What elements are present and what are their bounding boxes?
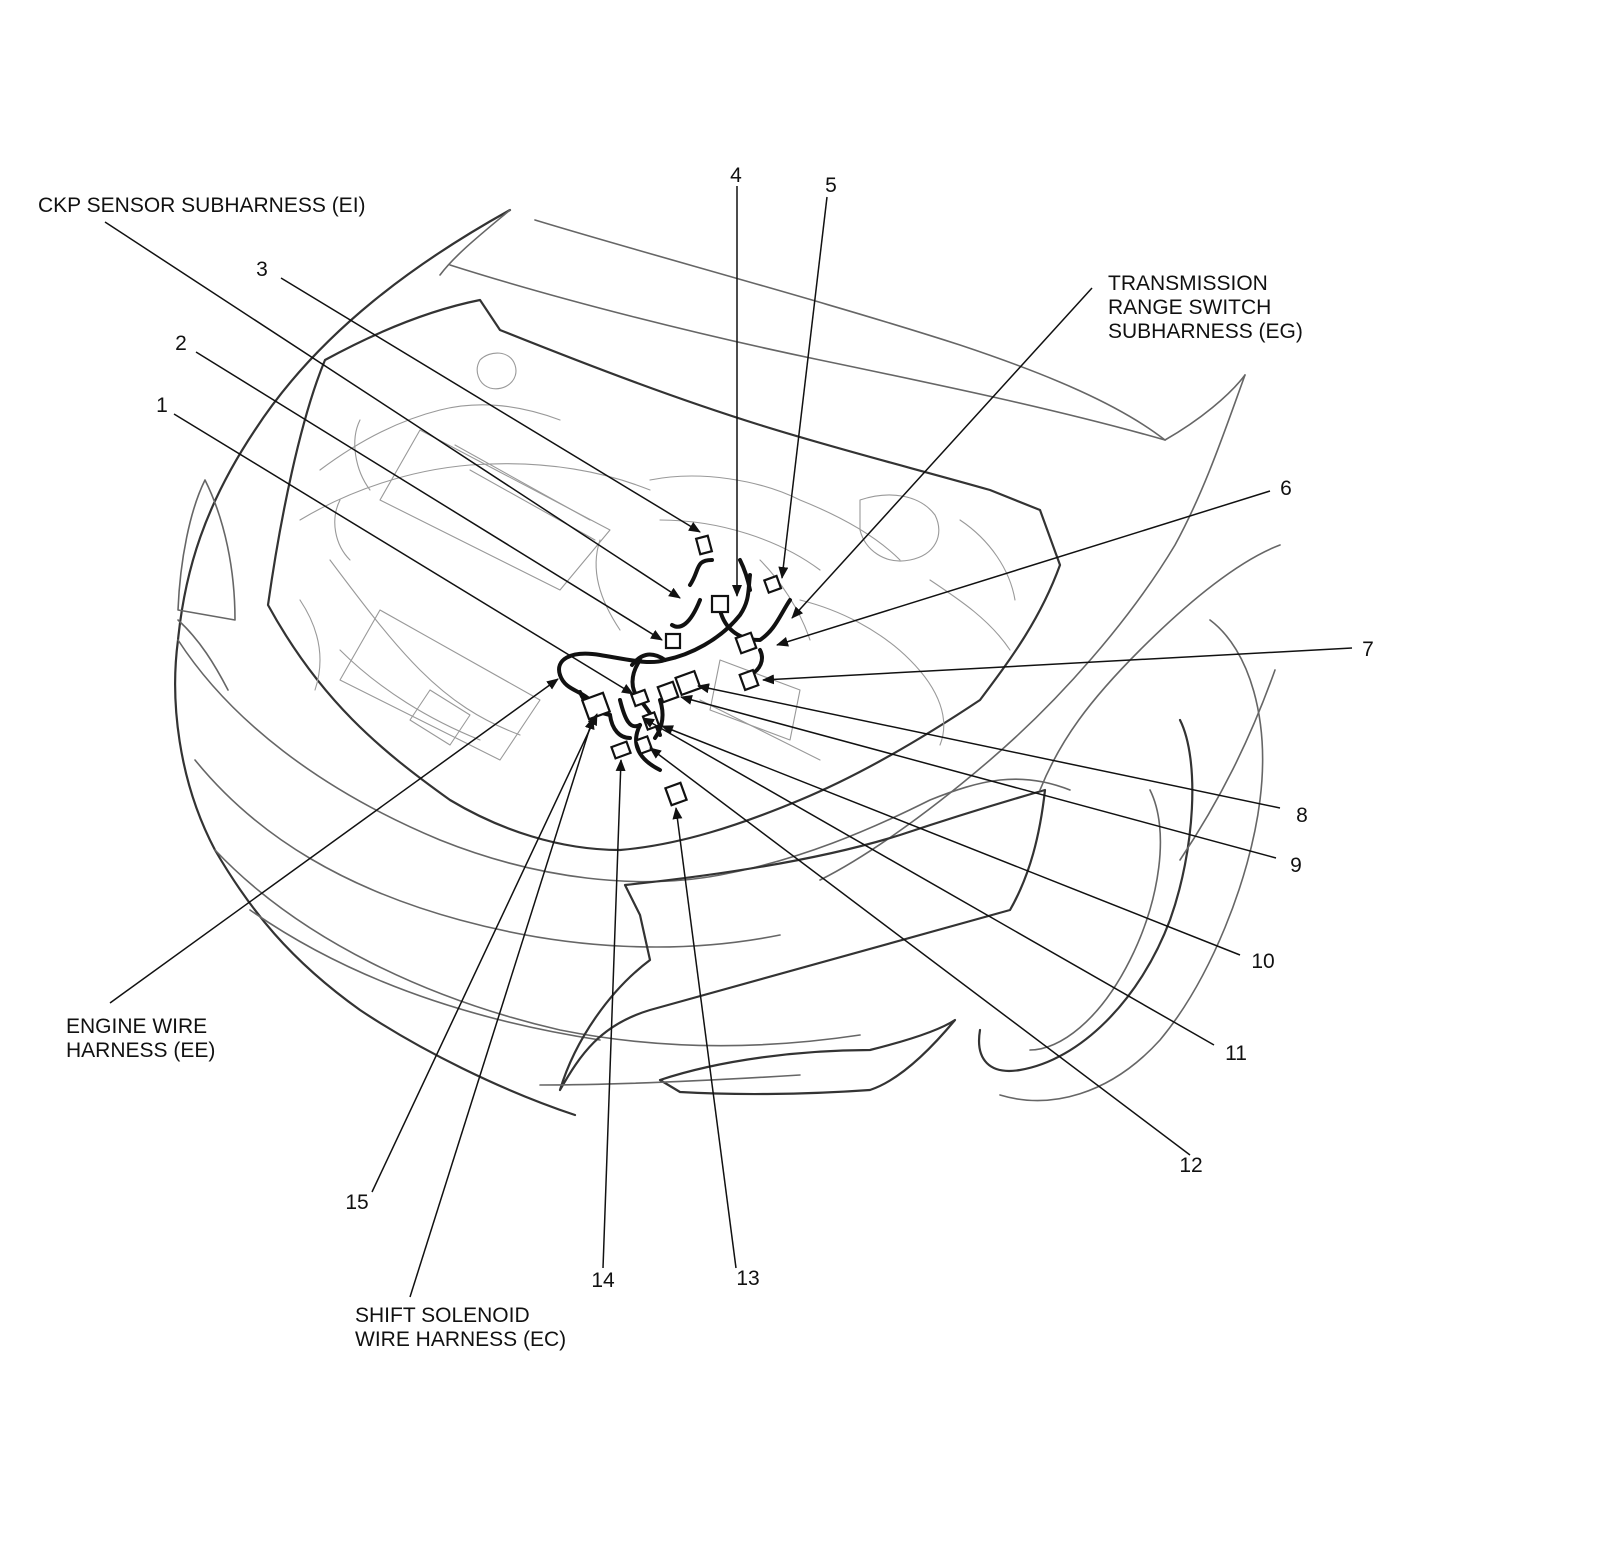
connector-14	[610, 740, 632, 760]
leader-5	[778, 196, 828, 579]
connector-9	[656, 680, 680, 704]
leader-11	[642, 717, 1215, 1046]
leader-2	[195, 351, 663, 641]
connector-eg	[734, 631, 758, 655]
leader-lines	[104, 186, 1353, 1298]
leader-ckp	[104, 221, 681, 599]
callout-8: 8	[1296, 804, 1308, 827]
leader-12	[649, 747, 1191, 1156]
leader-14	[602, 759, 626, 1269]
harness-labels: CKP SENSOR SUBHARNESS (EI) TRANSMISSION …	[38, 194, 1303, 1351]
leader-7	[762, 647, 1353, 685]
connector-1	[629, 688, 651, 708]
connector-10	[641, 710, 661, 732]
leader-6	[776, 490, 1271, 647]
connector-ee	[580, 691, 612, 721]
callout-6: 6	[1280, 477, 1292, 500]
connector-13	[663, 781, 689, 807]
callout-5: 5	[825, 174, 837, 197]
car-outline	[174, 208, 1281, 1117]
leader-1	[173, 413, 634, 695]
connector-7	[738, 668, 760, 692]
callout-9: 9	[1290, 854, 1302, 877]
leader-3	[280, 277, 701, 533]
leader-eg	[791, 287, 1093, 619]
harness-wires	[557, 558, 792, 772]
connector-12	[634, 734, 654, 756]
leader-13	[672, 807, 737, 1269]
leader-ee	[109, 678, 559, 1004]
leader-10	[661, 725, 1241, 956]
callout-12: 12	[1179, 1154, 1202, 1177]
connector-2	[664, 632, 682, 650]
callout-10: 10	[1251, 950, 1274, 973]
leader-8	[697, 683, 1281, 809]
label-shift-solenoid-wire-harness: SHIFT SOLENOID WIRE HARNESS (EC)	[355, 1304, 566, 1351]
callout-13: 13	[736, 1267, 759, 1290]
callout-4: 4	[730, 164, 742, 187]
connector-5	[762, 574, 783, 595]
callout-7: 7	[1362, 638, 1374, 661]
callout-1: 1	[156, 394, 168, 417]
leader-15	[371, 713, 598, 1193]
callout-3: 3	[256, 258, 268, 281]
label-engine-wire-harness: ENGINE WIRE HARNESS (EE)	[66, 1015, 215, 1062]
callout-2: 2	[175, 332, 187, 355]
harness-connectors	[580, 534, 783, 807]
label-ckp-sensor-subharness: CKP SENSOR SUBHARNESS (EI)	[38, 194, 366, 217]
callout-14: 14	[591, 1269, 615, 1292]
connector-3	[694, 534, 714, 556]
callout-11: 11	[1225, 1042, 1247, 1065]
callout-numbers: 1 2 3 4 5 6 7 8 9 10 11 12 13 14 15	[156, 164, 1374, 1292]
label-transmission-range-switch: TRANSMISSION RANGE SWITCH SUBHARNESS (EG…	[1108, 272, 1303, 343]
connector-8	[674, 669, 702, 697]
leader-9	[680, 695, 1277, 859]
callout-15: 15	[345, 1191, 368, 1214]
connector-4	[710, 594, 730, 614]
leader-ec	[409, 717, 595, 1298]
